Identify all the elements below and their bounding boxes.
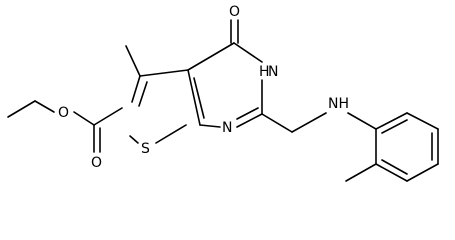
atom-labels: O O S O H N N NH xyxy=(58,4,349,171)
ester-oxygen-label: O xyxy=(58,105,69,121)
amine-nh-label: NH xyxy=(328,96,349,112)
bond-lines xyxy=(7,19,439,182)
carbonyl-oxygen-label: O xyxy=(229,4,240,20)
ester-carbonyl-oxygen-label: O xyxy=(91,155,102,171)
pyrimidine-nitrogen-label: N xyxy=(222,120,232,136)
ring-nh-hydrogen-label: H xyxy=(259,64,270,80)
ring-nh-nitrogen-label: N xyxy=(268,64,278,80)
sulfur-label: S xyxy=(141,141,150,157)
chemical-structure: O O S O H N N NH xyxy=(7,4,439,182)
